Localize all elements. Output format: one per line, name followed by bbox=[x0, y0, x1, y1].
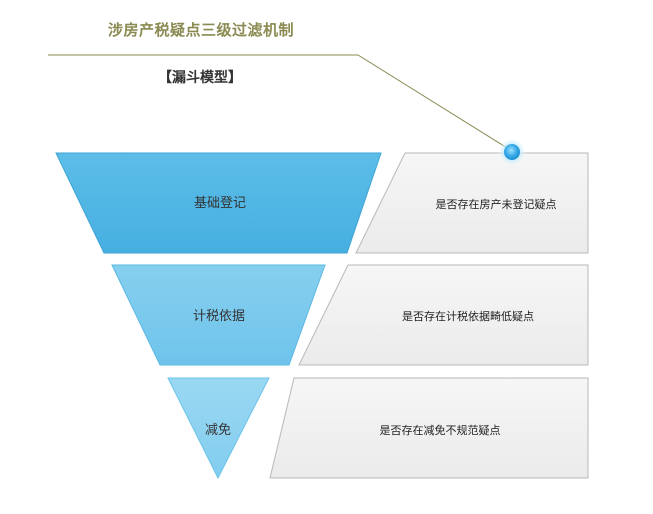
filter-panel-2 bbox=[298, 264, 589, 366]
diagram-subtitle: 【漏斗模型】 bbox=[158, 70, 242, 86]
funnel-label-3: 减免 bbox=[205, 423, 231, 438]
filter-panel-1 bbox=[355, 152, 589, 254]
funnel-label-1: 基础登记 bbox=[194, 196, 246, 211]
filter-text-3: 是否存在减免不规范疑点 bbox=[380, 423, 501, 437]
funnel-segment-2 bbox=[111, 264, 326, 366]
filter-text-1: 是否存在房产未登记疑点 bbox=[436, 197, 557, 211]
filter-text-2: 是否存在计税依据畸低疑点 bbox=[402, 309, 534, 323]
funnel-label-2: 计税依据 bbox=[193, 309, 245, 324]
anchor-dot bbox=[504, 144, 520, 160]
leader-line bbox=[48, 54, 513, 152]
diagram-title: 涉房产税疑点三级过滤机制 bbox=[108, 21, 295, 39]
funnel-segment-1 bbox=[55, 152, 382, 254]
filter-panel-3 bbox=[269, 377, 589, 479]
funnel-segment-3 bbox=[167, 377, 270, 480]
